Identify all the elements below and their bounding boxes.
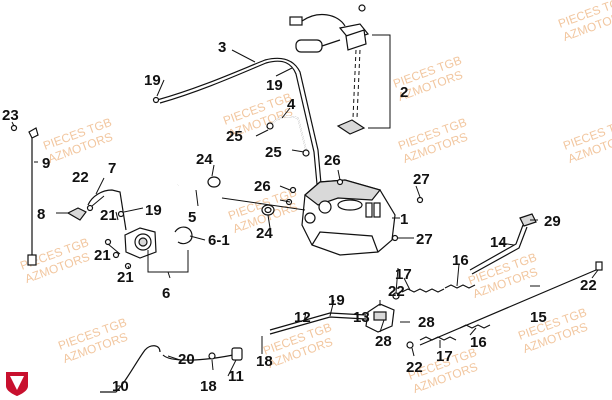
callout-19: 19 — [144, 72, 161, 89]
callout-19: 19 — [328, 292, 345, 309]
callout-25: 25 — [226, 128, 243, 145]
callout-14: 14 — [490, 234, 507, 251]
callout-17: 17 — [395, 266, 412, 283]
callout-6: 6 — [162, 285, 170, 302]
azmotors-shield-logo — [6, 372, 28, 396]
callout-16: 16 — [470, 334, 487, 351]
callout-24: 24 — [196, 151, 213, 168]
callout-29: 29 — [544, 213, 561, 230]
callout-10: 10 — [112, 378, 129, 395]
callout-26: 26 — [324, 152, 341, 169]
callout-3: 3 — [218, 39, 226, 56]
fuel-hose-long — [152, 57, 323, 196]
fuel-pump-assembly — [124, 226, 193, 273]
callout-25: 25 — [265, 144, 282, 161]
callout-22: 22 — [388, 283, 405, 300]
callout-1: 1 — [400, 211, 408, 228]
callout-26: 26 — [254, 178, 271, 195]
leader-lines — [11, 34, 599, 387]
callout-18: 18 — [200, 378, 217, 395]
fuel-line — [269, 312, 367, 335]
vent-hose-loop — [100, 345, 243, 393]
callout-21: 21 — [94, 247, 111, 264]
vacuum-valve — [365, 292, 414, 349]
callout-21: 21 — [100, 207, 117, 224]
callout-19: 19 — [266, 77, 283, 94]
callout-11: 11 — [228, 368, 244, 385]
spring-lower — [419, 324, 491, 341]
callout-8: 8 — [37, 206, 45, 223]
callout-22: 22 — [72, 169, 89, 186]
callout-23: 23 — [2, 107, 19, 124]
intake-hose — [175, 175, 275, 216]
fuel-hose-short — [87, 189, 127, 231]
callout-15: 15 — [530, 309, 547, 326]
callout-28: 28 — [418, 314, 435, 331]
hose-clip — [66, 207, 87, 221]
callout-27: 27 — [413, 171, 430, 188]
callout-4: 4 — [287, 96, 296, 113]
callout-19: 19 — [145, 202, 162, 219]
callout-5: 5 — [188, 209, 196, 226]
callout-22: 22 — [580, 277, 597, 294]
callout-13: 13 — [353, 309, 370, 326]
callout-2: 2 — [400, 84, 408, 101]
return-hose — [469, 213, 537, 275]
throttle-cable — [419, 261, 603, 346]
callout-21: 21 — [117, 269, 134, 286]
callout-24: 24 — [256, 225, 273, 242]
callout-16: 16 — [452, 252, 469, 269]
drain-rod — [27, 127, 39, 266]
callout-6-1: 6-1 — [208, 232, 230, 249]
callout-labels: 3 19 19 2 4 23 25 25 24 9 7 26 22 26 27 … — [2, 39, 597, 395]
callout-27: 27 — [416, 231, 433, 248]
fasteners — [10, 122, 424, 270]
callout-7: 7 — [108, 160, 116, 177]
callout-18: 18 — [256, 353, 273, 370]
callout-12: 12 — [294, 309, 311, 326]
callout-20: 20 — [178, 351, 195, 368]
callout-17: 17 — [436, 348, 453, 365]
callout-28: 28 — [375, 333, 392, 350]
fuel-tank — [301, 179, 396, 256]
fuel-gauge-sender — [289, 4, 370, 135]
spring-upper — [401, 284, 476, 293]
callout-9: 9 — [42, 155, 50, 172]
callout-22: 22 — [406, 359, 423, 376]
